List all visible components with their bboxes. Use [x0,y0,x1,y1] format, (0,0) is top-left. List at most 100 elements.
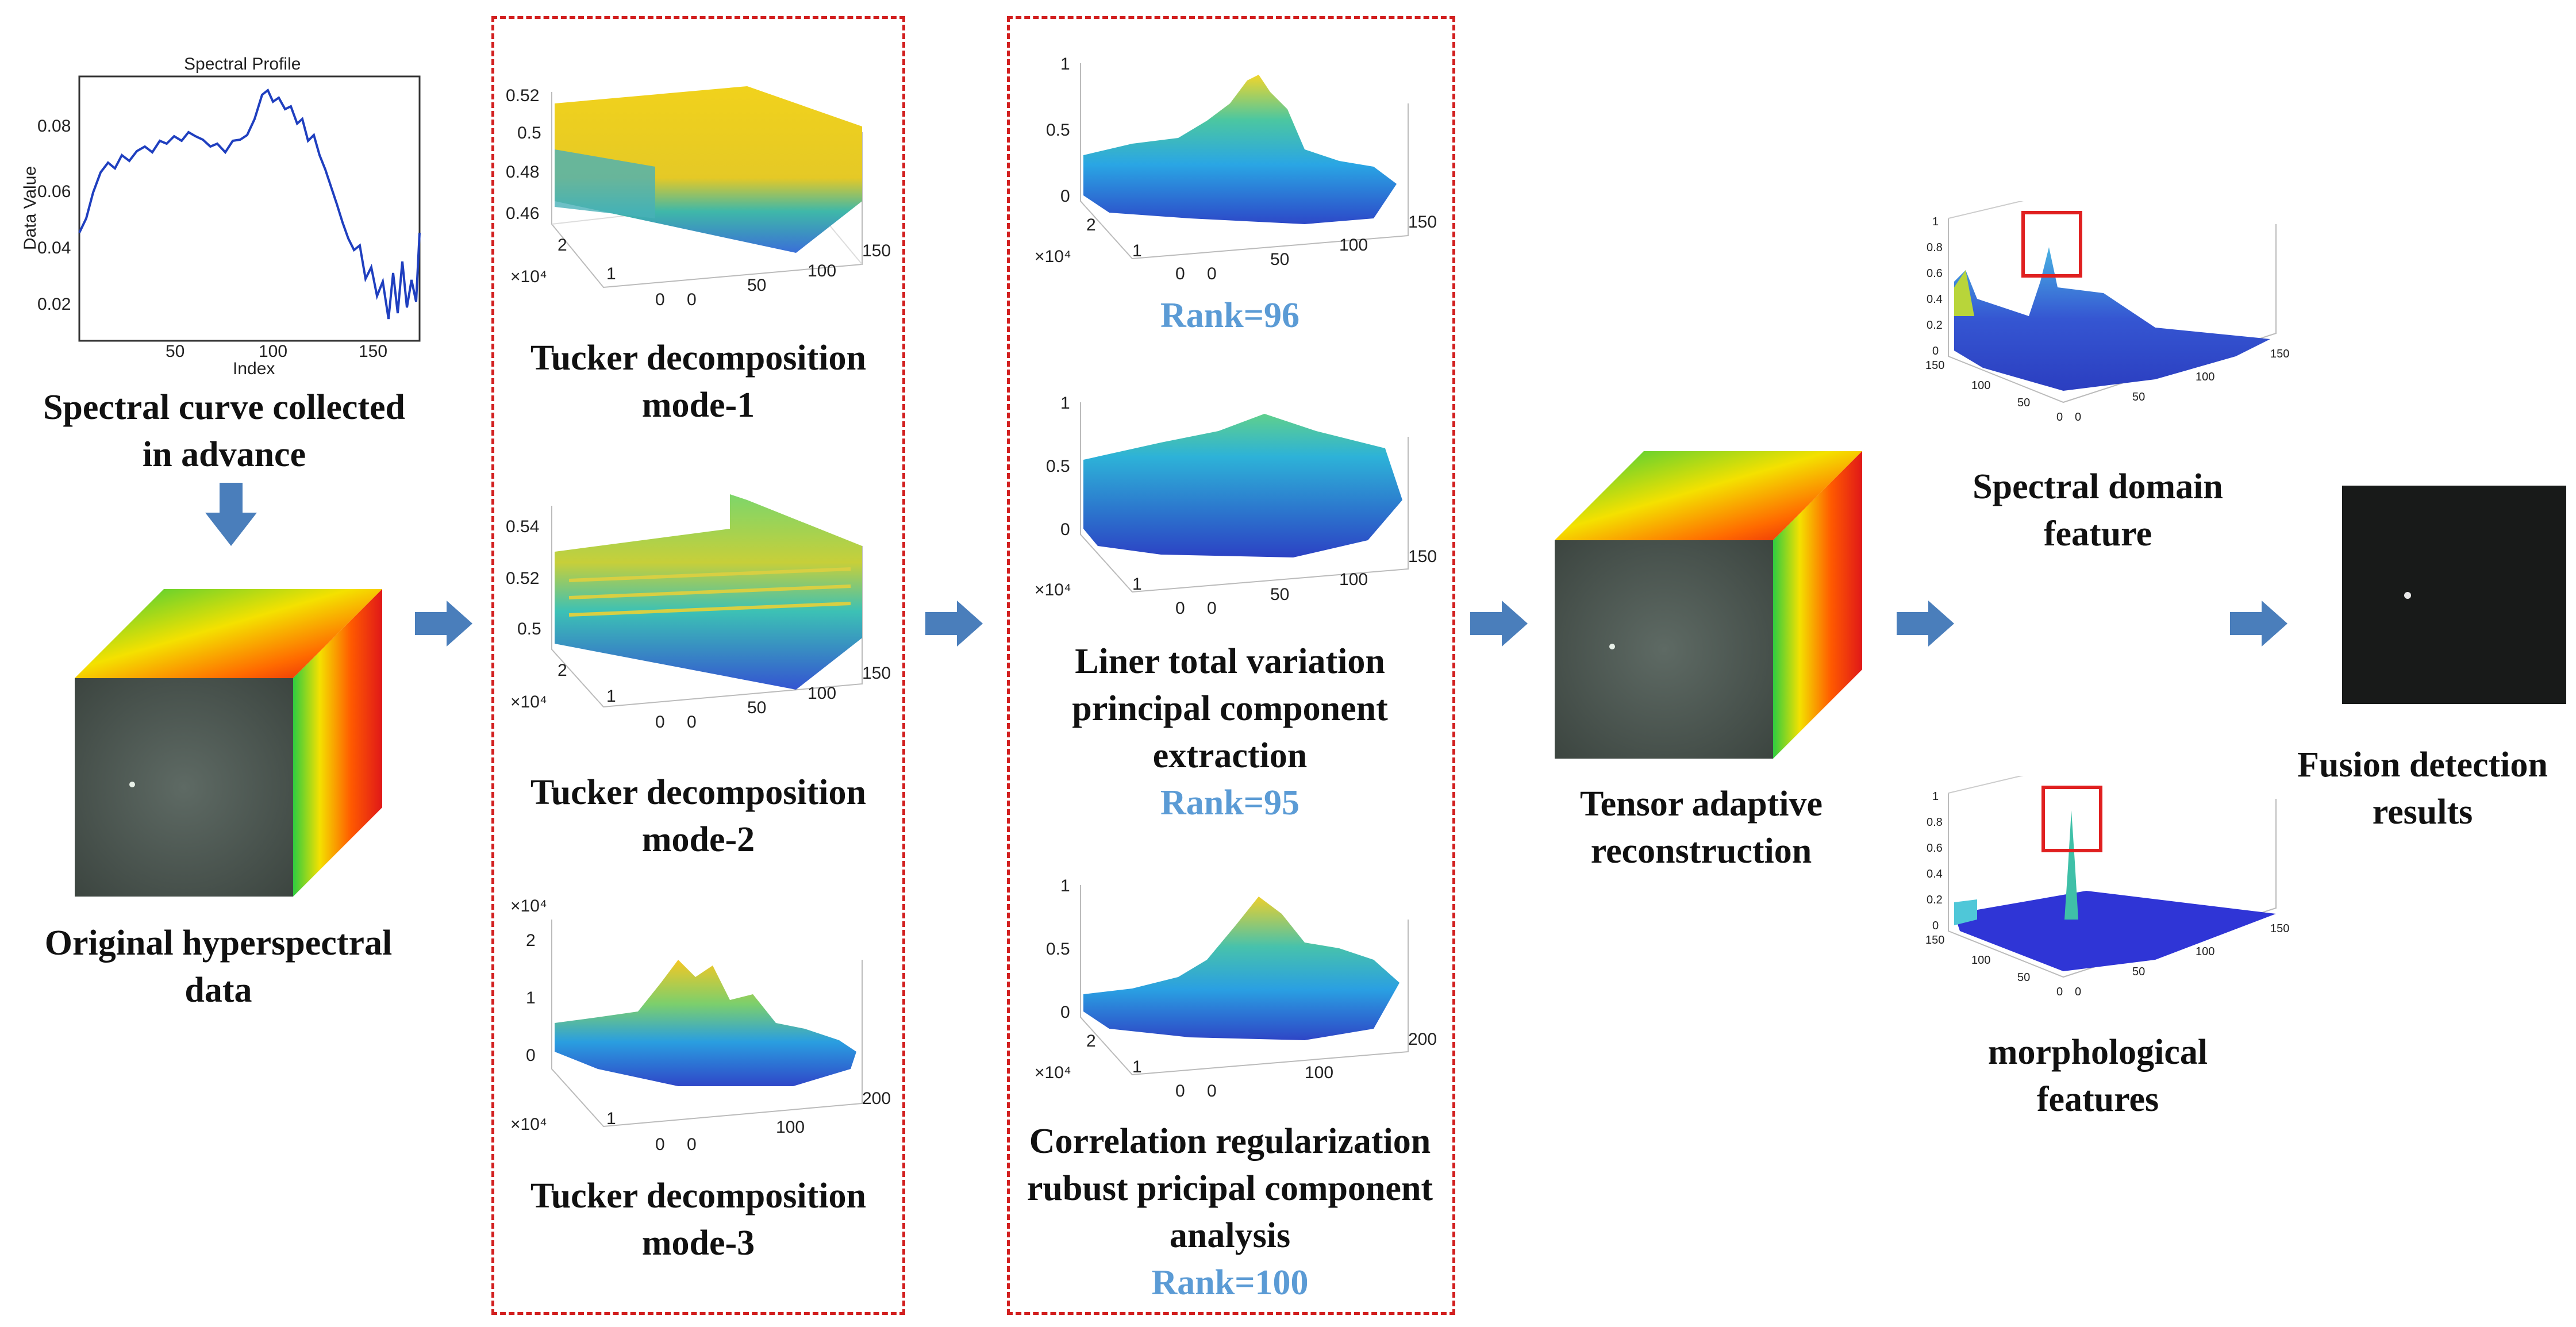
mf-xtick: 150 [2270,922,2290,935]
sf-ztick: 0.4 [1927,293,1943,306]
arrow-right-icon [415,601,472,647]
mode1-yexp: ×10⁴ [510,267,547,286]
sf-ztick: 0 [1932,345,1939,357]
pca-a-xtick: 150 [1408,213,1437,232]
arrow-right-icon [1470,601,1528,647]
mode2-ytick: 0 [655,713,665,732]
mode1-ztick: 0.5 [517,124,541,143]
pca-b-ztick: 0 [1060,520,1070,539]
mf-xtick: 100 [2196,945,2215,958]
pca-b-ytick: 1 [1132,575,1142,594]
mode2-ytick: 1 [606,687,616,706]
sf-ztick: 0.6 [1927,267,1943,280]
mode3-ytick: 1 [606,1109,616,1128]
mode3-xtick: 0 [687,1135,697,1154]
mf-ztick: 0.2 [1927,894,1943,906]
pca-rank100-panel: 1 0.5 0 2 1 0 ×10⁴ 0 100 200 [1017,874,1448,1115]
pca-a-ytick: 1 [1132,241,1142,260]
rank-95-label: Rank=95 [1160,783,1300,822]
pca-b-ytick: 0 [1175,599,1185,618]
pca-b-caption: Liner total variation principal componen… [1012,638,1448,826]
spectral-profile-plot [78,75,421,342]
mode1-ztick: 0.52 [506,86,540,105]
morph-feature-panel: 1 0.8 0.6 0.4 0.2 0 150 100 50 0 0 50 10… [1914,741,2305,1017]
mf-xtick: 50 [2132,966,2146,978]
mode3-zexp: ×10⁴ [510,897,547,916]
spectral-feature-caption: Spectral domain feature [1973,467,2223,553]
pca-a-xtick: 100 [1339,236,1368,255]
spectral-peak-highlight [2021,211,2082,278]
pca-a-ztick: 1 [1060,55,1070,74]
sf-ytick: 0 [2056,411,2063,424]
mode2-xtick: 50 [747,698,767,717]
mode1-ytick: 1 [606,264,616,283]
tucker-mode1-plot [551,86,863,289]
mf-ytick: 100 [1971,954,1991,967]
pca-a-xtick: 0 [1207,264,1217,283]
profile-xtick: 50 [166,342,185,361]
pca-b-yexp: ×10⁴ [1035,580,1071,599]
pca-c-ztick: 1 [1060,876,1070,895]
rank-96-label: Rank=96 [1160,296,1300,335]
tucker-mode1-caption: Tucker decomposition mode-1 [530,339,866,425]
reconstructed-cube [1555,451,1862,759]
profile-ytick: 0.06 [37,182,71,201]
profile-ylabel: Data Value [21,166,40,251]
pca-c-ztick: 0.5 [1046,940,1070,959]
arrow-down-icon [205,483,257,546]
fusion-result-image [2342,486,2566,704]
sf-ytick: 100 [1971,379,1991,392]
tucker-decomposition-box [491,16,905,1315]
pca-rank96-panel: 1 0.5 0 2 1 0 ×10⁴ 0 50 100 150 [1017,52,1448,299]
mf-ytick: 0 [2056,986,2063,998]
sf-xtick: 100 [2196,371,2215,383]
mode1-ztick: 0.46 [506,204,540,223]
pca-a-ztick: 0 [1060,187,1070,206]
mode3-xtick: 100 [776,1118,805,1137]
mf-ztick: 1 [1932,790,1939,803]
morph-peak-highlight [2041,786,2102,852]
arrow-right-icon [925,601,983,647]
mode1-xtick: 50 [747,276,767,295]
mode2-yexp: ×10⁴ [510,693,547,711]
mode2-xtick: 100 [808,684,837,703]
mode3-xtick: 200 [862,1089,891,1108]
pca-a-ztick: 0.5 [1046,121,1070,140]
pca-b-ztick: 1 [1060,394,1070,413]
tucker-mode3-plot [551,920,863,1128]
mode1-ytick: 2 [558,236,567,255]
profile-caption: Spectral curve collected in advance [43,388,406,474]
morph-feature-caption: morphological features [1987,1033,2208,1119]
mf-ztick: 0.6 [1927,842,1943,855]
tucker-mode3-panel: ×10⁴ 2 1 0 1 0 ×10⁴ 0 100 200 [506,897,902,1161]
mode3-yexp: ×10⁴ [510,1115,547,1134]
profile-ytick: 0.04 [37,239,71,257]
original-caption: Original hyperspectral data [44,924,393,1010]
pca-c-ytick: 1 [1132,1057,1142,1076]
profile-xtick: 150 [359,342,388,361]
profile-ytick: 0.08 [37,117,71,136]
profile-xtick: 100 [259,342,288,361]
pca-rank96-plot [1080,63,1409,260]
mode1-xtick: 0 [687,290,697,309]
mode2-ztick: 0.5 [517,620,541,639]
reconstruction-caption: Tensor adaptive reconstruction [1579,784,1823,871]
pca-b-ztick: 0.5 [1046,457,1070,476]
mode2-ytick: 2 [558,661,567,680]
mf-xtick: 0 [2075,986,2082,998]
pca-c-ztick: 0 [1060,1003,1070,1022]
sf-xtick: 150 [2270,348,2290,360]
tucker-mode2-panel: 0.54 0.52 0.5 2 1 0 ×10⁴ 0 50 100 150 [506,483,902,736]
sf-xtick: 50 [2132,391,2146,403]
morph-feature-plot [1948,741,2277,978]
tucker-mode1-panel: 0.52 0.5 0.48 0.46 2 1 0 ×10⁴ 0 50 100 1… [506,69,902,316]
pca-c-yexp: ×10⁴ [1035,1063,1071,1082]
mode2-xtick: 0 [687,713,697,732]
tucker-mode2-caption: Tucker decomposition mode-2 [530,773,866,859]
pca-a-xtick: 50 [1270,250,1290,269]
pca-b-xtick: 50 [1270,585,1290,604]
spectral-profile-panel: Spectral Profile Data Value Index 50 100… [11,55,425,382]
detected-target [2404,592,2411,599]
pca-c-ytick: 2 [1086,1032,1096,1051]
spectral-curve [78,88,421,320]
